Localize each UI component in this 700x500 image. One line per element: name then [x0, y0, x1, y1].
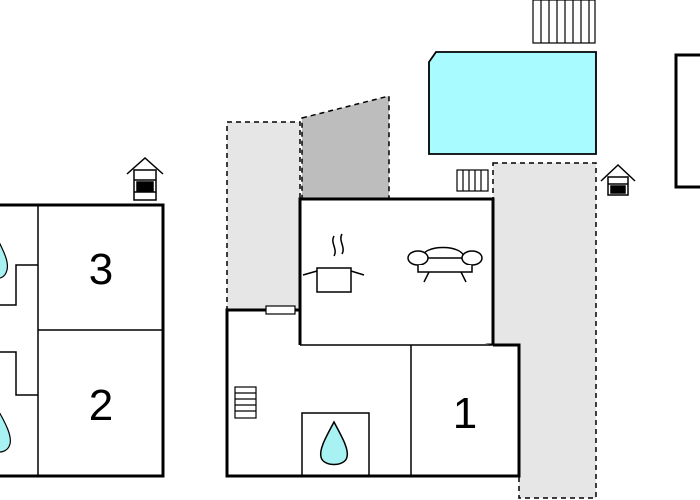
cooking-pot-icon: [302, 233, 365, 293]
covered-terrace-dashed: [301, 95, 390, 200]
stairs-icon: [532, 0, 596, 44]
bath-drop-icon-upper: [0, 242, 9, 279]
stairs-icon-small: [456, 169, 489, 192]
terrace-left-dashed: [226, 121, 301, 311]
room-number-3: 3: [89, 245, 113, 294]
sofa-icon: [407, 246, 483, 283]
bath-drop-icon-lower: [0, 412, 11, 453]
stairs-icon-inside: [234, 386, 257, 419]
window-icon: [265, 305, 296, 315]
room-number-1: 1: [453, 389, 477, 438]
house-entrance-icon-left: [126, 156, 164, 201]
swimming-pool: [428, 51, 597, 155]
left-building: [0, 203, 165, 478]
bath-drop-icon-main: [319, 420, 349, 466]
room-number-2: 2: [89, 381, 113, 430]
neighbor-building: [674, 53, 700, 189]
house-entrance-icon-right: [600, 163, 636, 196]
